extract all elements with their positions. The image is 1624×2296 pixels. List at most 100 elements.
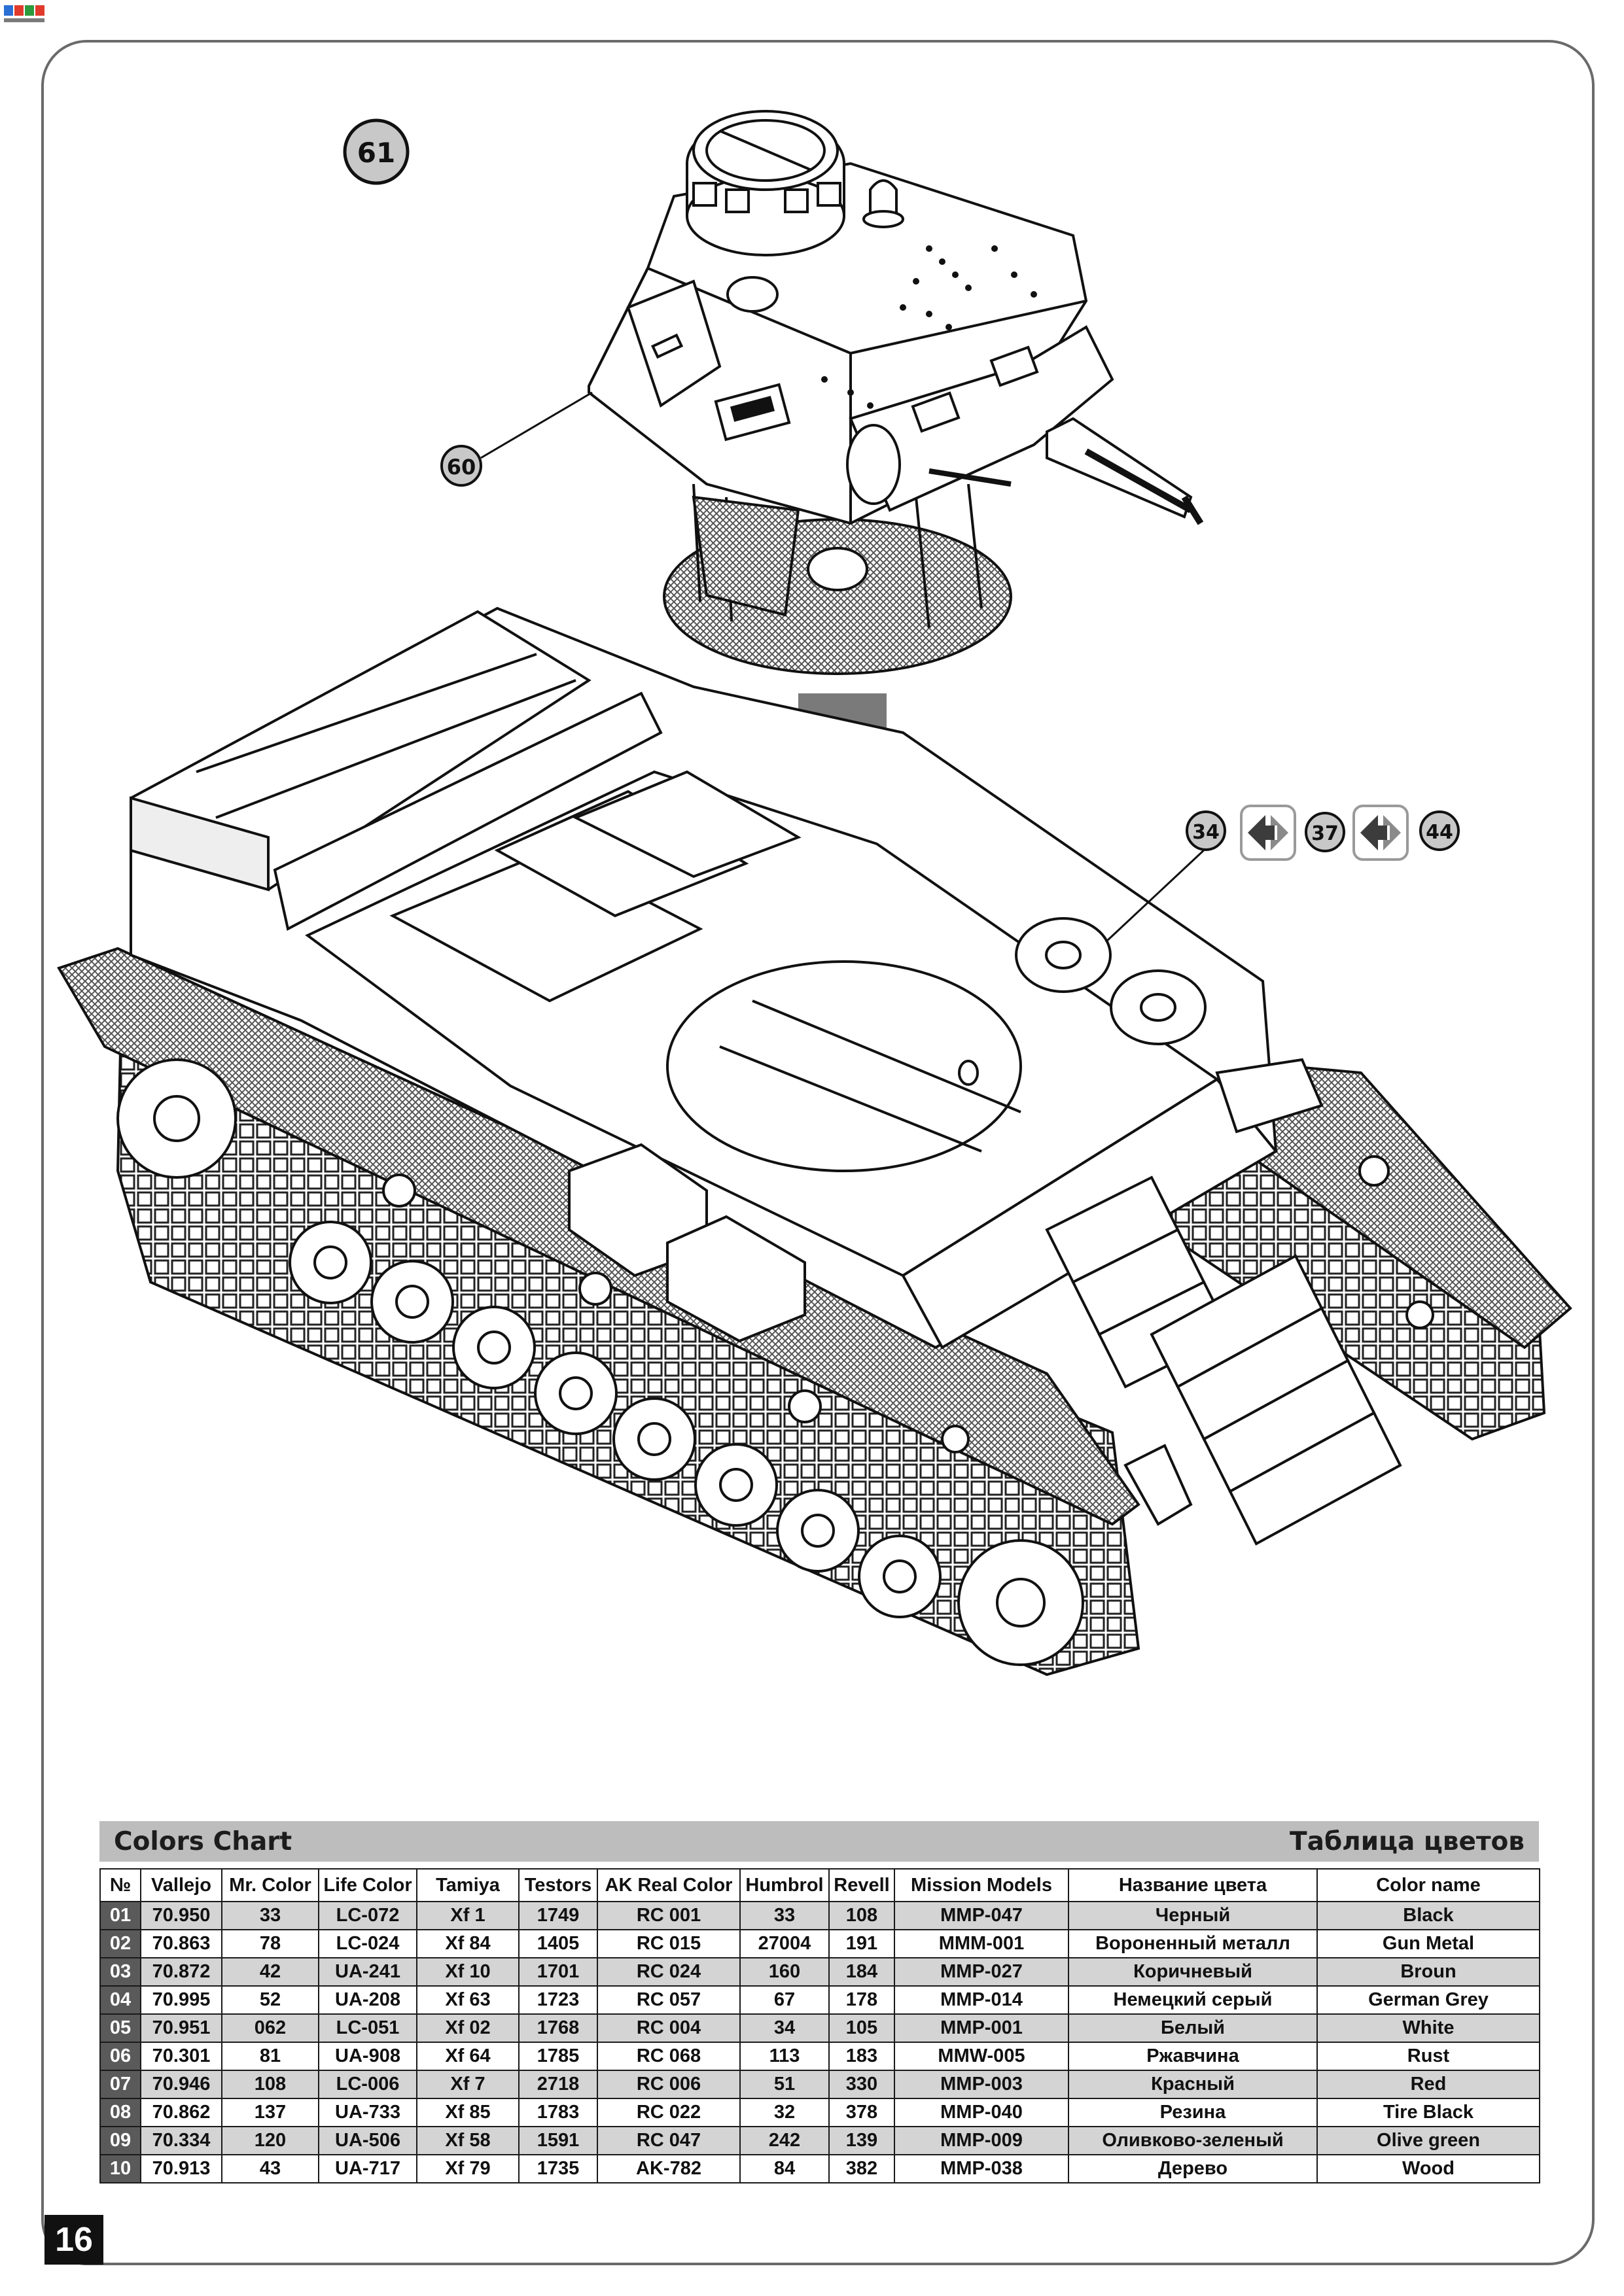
table-cell: Black: [1316, 1901, 1540, 1930]
callout-44-label: 44: [1426, 821, 1453, 844]
table-cell: 183: [828, 2042, 895, 2071]
table-cell: Красный: [1068, 2070, 1318, 2099]
table-cell: MMP-003: [894, 2070, 1069, 2099]
row-number: 05: [99, 2013, 141, 2043]
row-number: 08: [99, 2098, 141, 2127]
table-cell: 062: [221, 2013, 319, 2043]
table-cell: 70.334: [140, 2126, 222, 2155]
table-cell: Olive green: [1316, 2126, 1540, 2155]
row-number: 07: [99, 2070, 141, 2099]
table-cell: UA-717: [318, 2154, 417, 2183]
site-logo: [4, 5, 44, 22]
table-cell: 1735: [518, 2154, 598, 2183]
column-header: Название цвета: [1068, 1868, 1318, 1902]
column-header: Mr. Color: [221, 1868, 319, 1902]
row-number: 06: [99, 2042, 141, 2071]
table-cell: 2718: [518, 2070, 598, 2099]
table-cell: Дерево: [1068, 2154, 1318, 2183]
table-cell: RC 057: [597, 1985, 741, 2015]
column-header: Life Color: [318, 1868, 417, 1902]
callout-37-label: 37: [1311, 822, 1339, 845]
table-cell: 1768: [518, 2013, 598, 2043]
table-cell: RC 068: [597, 2042, 741, 2071]
table-cell: Xf 1: [416, 1901, 520, 1930]
row-number: 03: [99, 1957, 141, 1987]
table-cell: UA-908: [318, 2042, 417, 2071]
road-wheels: [116, 917, 1207, 1666]
table-cell: Rust: [1316, 2042, 1540, 2071]
table-cell: RC 024: [597, 1957, 741, 1987]
table-cell: RC 001: [597, 1901, 741, 1930]
table-cell: Коричневый: [1068, 1957, 1318, 1987]
table-cell: Tire Black: [1316, 2098, 1540, 2127]
column-header: Tamiya: [416, 1868, 520, 1902]
table-cell: 139: [828, 2126, 895, 2155]
column-header: №: [99, 1868, 141, 1902]
table-cell: AK-782: [597, 2154, 741, 2183]
table-cell: Broun: [1316, 1957, 1540, 1987]
table-cell: RC 015: [597, 1929, 741, 1958]
table-cell: Вороненный металл: [1068, 1929, 1318, 1958]
row-number: 02: [99, 1929, 141, 1958]
table-cell: RC 047: [597, 2126, 741, 2155]
callout-34-label: 34: [1192, 821, 1220, 844]
table-cell: 67: [739, 1985, 830, 2015]
table-cell: 70.995: [140, 1985, 222, 2015]
table-cell: Gun Metal: [1316, 1929, 1540, 1958]
table-cell: Wood: [1316, 2154, 1540, 2183]
table-cell: 52: [221, 1985, 319, 2015]
table-cell: Немецкий серый: [1068, 1985, 1318, 2015]
turret-drawing: [588, 110, 1204, 675]
table-cell: MMP-040: [894, 2098, 1069, 2127]
table-cell: 108: [828, 1901, 895, 1930]
column-header: Vallejo: [140, 1868, 222, 1902]
assembly-drawing: 61: [57, 110, 1572, 1677]
callout-60-label: 60: [447, 455, 476, 479]
table-cell: 191: [828, 1929, 895, 1958]
table-cell: UA-241: [318, 1957, 417, 1987]
colors-chart-header: Colors Chart Таблица цветов: [99, 1821, 1539, 1862]
table-cell: 1783: [518, 2098, 598, 2127]
table-cell: Xf 10: [416, 1957, 520, 1987]
table-cell: MMP-047: [894, 1901, 1069, 1930]
table-cell: Ржавчина: [1068, 2042, 1318, 2071]
table-cell: German Grey: [1316, 1985, 1540, 2015]
table-cell: 43: [221, 2154, 319, 2183]
colors-chart-title-en: Colors Chart: [114, 1826, 292, 1856]
table-cell: UA-506: [318, 2126, 417, 2155]
table-cell: 178: [828, 1985, 895, 2015]
table-cell: Xf 79: [416, 2154, 520, 2183]
table-cell: 160: [739, 1957, 830, 1987]
column-header: Humbrol: [739, 1868, 830, 1902]
colors-table: № Vallejo Mr. Color Life Color Tamiya Te…: [99, 1868, 1540, 2183]
table-cell: 184: [828, 1957, 895, 1987]
column-header: Testors: [518, 1868, 598, 1902]
table-cell: MMP-009: [894, 2126, 1069, 2155]
table-cell: UA-208: [318, 1985, 417, 2015]
table-cell: 33: [221, 1901, 319, 1930]
hull-drawing: [57, 606, 1572, 1677]
table-cell: 1723: [518, 1985, 598, 2015]
table-cell: 70.950: [140, 1901, 222, 1930]
table-cell: 1591: [518, 2126, 598, 2155]
table-cell: 105: [828, 2013, 895, 2043]
table-cell: 378: [828, 2098, 895, 2127]
table-cell: 32: [739, 2098, 830, 2127]
table-cell: LC-072: [318, 1901, 417, 1930]
repeat-arrow-icon: [1240, 805, 1296, 861]
step-number: 61: [357, 137, 395, 169]
table-cell: 108: [221, 2070, 319, 2099]
table-cell: 70.301: [140, 2042, 222, 2071]
table-cell: Оливково-зеленый: [1068, 2126, 1318, 2155]
repeat-arrow-icon: [1352, 805, 1409, 861]
table-cell: LC-051: [318, 2013, 417, 2043]
table-cell: 70.946: [140, 2070, 222, 2099]
table-cell: RC 006: [597, 2070, 741, 2099]
table-cell: Xf 64: [416, 2042, 520, 2071]
table-cell: 42: [221, 1957, 319, 1987]
table-cell: 70.951: [140, 2013, 222, 2043]
